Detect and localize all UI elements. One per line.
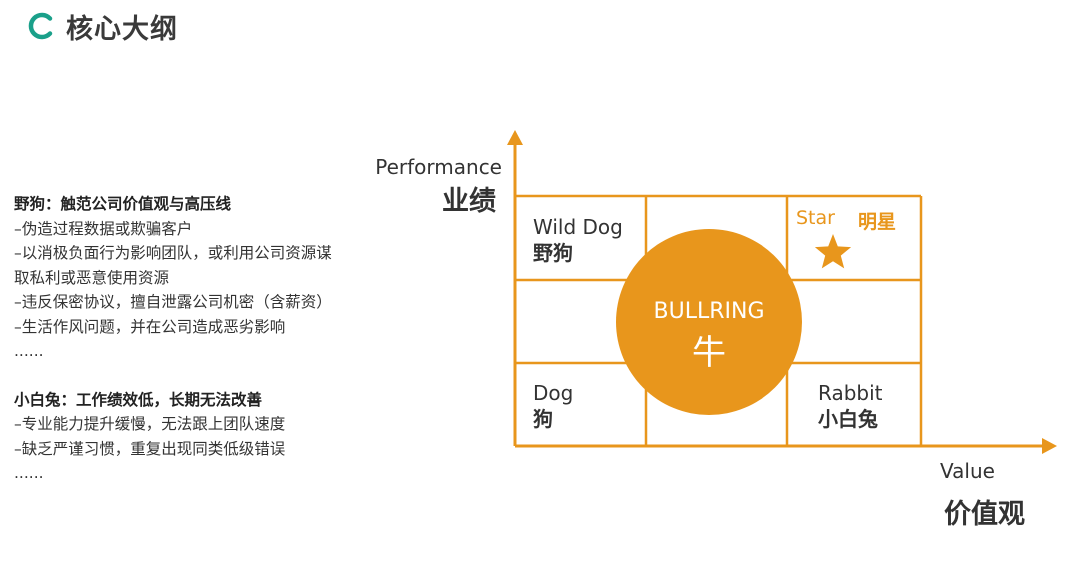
x-axis-arrow-icon	[1042, 438, 1057, 454]
x-axis-label-en: Value	[940, 459, 995, 483]
list-item: ......	[14, 342, 44, 360]
y-axis	[507, 130, 523, 446]
list-item: 取私利或恶意使用资源	[14, 268, 170, 287]
header: 核心大纲	[26, 6, 178, 46]
list-item: –专业能力提升缓慢，无法跟上团队速度	[14, 415, 286, 433]
center-label-en: BULLRING	[654, 299, 765, 324]
x-axis-label-cn: 价值观	[944, 499, 1025, 530]
list-item: –伪造过程数据或欺骗客户	[14, 219, 193, 238]
center-circle	[616, 229, 802, 415]
center-label-cn: 牛	[692, 333, 726, 373]
page-title: 核心大纲	[66, 13, 178, 45]
section-title-rabbit: 小白兔：工作绩效低，长期无法改善	[14, 390, 263, 409]
list-item: –违反保密协议，擅自泄露公司机密（含薪资）	[14, 293, 332, 311]
list-item: –生活作风问题，并在公司造成恶劣影响	[14, 317, 286, 336]
cell-label-rabbit-en: Rabbit	[818, 381, 883, 405]
star-icon	[814, 234, 852, 269]
description-panel: 野狗：触范公司价值观与高压线 –伪造过程数据或欺骗客户 –以消极负面行为影响团队…	[14, 192, 424, 486]
cell-label-star-en: Star	[796, 207, 835, 229]
cell-label-rabbit-cn: 小白兔	[818, 407, 878, 431]
list-item: ......	[14, 464, 44, 482]
cell-label-dog-cn: 狗	[533, 407, 553, 431]
section-title-wild-dog: 野狗：触范公司价值观与高压线	[14, 195, 232, 213]
y-axis-label-cn: 业绩	[442, 186, 496, 217]
list-item: –缺乏严谨习惯，重复出现同类低级错误	[14, 439, 286, 458]
cell-label-dog-en: Dog	[533, 381, 573, 405]
x-axis	[515, 438, 1057, 454]
y-axis-label-en: Performance	[375, 155, 502, 179]
y-axis-arrow-icon	[507, 130, 523, 145]
ring-logo-icon	[28, 12, 53, 40]
cell-label-star-cn: 明星	[858, 211, 896, 233]
cell-label-wild-dog-cn: 野狗	[533, 241, 573, 265]
cell-label-wild-dog-en: Wild Dog	[533, 215, 623, 239]
list-item: –以消极负面行为影响团队，或利用公司资源谋	[14, 244, 332, 262]
